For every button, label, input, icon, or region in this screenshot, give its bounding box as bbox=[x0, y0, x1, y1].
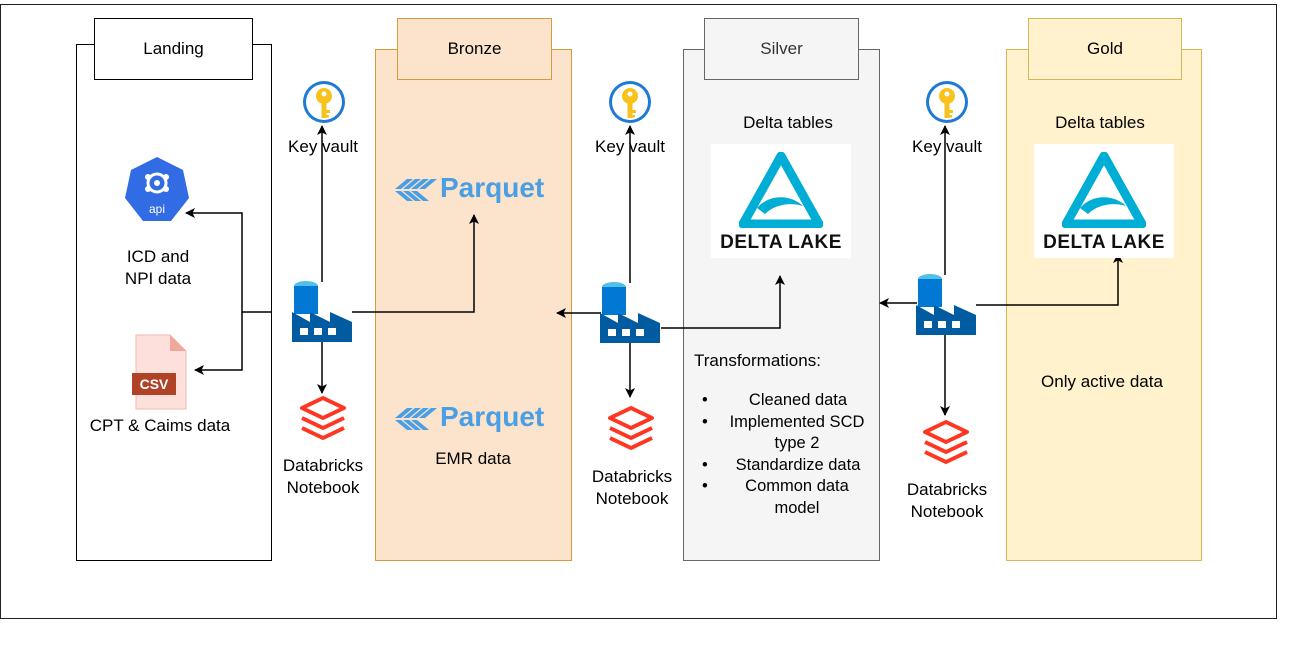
databricks-icon bbox=[608, 406, 654, 450]
parquet-icon bbox=[395, 179, 437, 201]
notebook-label-1-line1: Databricks bbox=[282, 456, 364, 475]
parquet-icon bbox=[395, 408, 437, 430]
landing-lane bbox=[76, 44, 272, 561]
cpt-claims-label: CPT & Caims data bbox=[89, 416, 231, 435]
key-vault-label-2: Key vault bbox=[595, 137, 665, 156]
arrow-to-bronze-parquet bbox=[352, 214, 479, 313]
svg-text:CSV: CSV bbox=[140, 376, 169, 392]
notebook-label-2-line1: Databricks bbox=[591, 467, 673, 486]
only-active-data-label: Only active data bbox=[1041, 372, 1163, 391]
gold-lane-title: Gold bbox=[1028, 18, 1182, 80]
notebook-label-3-line2: Notebook bbox=[910, 502, 984, 521]
svg-text:api: api bbox=[149, 202, 165, 216]
notebook-label-3-line1: Databricks bbox=[906, 480, 988, 499]
delta-lake-text: DELTA LAKE bbox=[1043, 232, 1165, 253]
data-factory-icon bbox=[600, 282, 660, 343]
arrow-to-silver-delta bbox=[661, 275, 785, 329]
bronze-lane-title: Bronze bbox=[397, 18, 552, 80]
transformations-title: Transformations: bbox=[694, 351, 821, 370]
list-item: Standardize data bbox=[698, 455, 876, 477]
list-item: Implemented SCD type 2 bbox=[698, 412, 876, 455]
notebook-label-1-line2: Notebook bbox=[286, 478, 360, 497]
arrow-to-csv bbox=[194, 312, 243, 375]
api-icon: api bbox=[125, 157, 189, 221]
list-item: Common data model bbox=[698, 476, 876, 519]
silver-lane-title: Silver bbox=[704, 18, 859, 80]
delta-lake-icon bbox=[1062, 152, 1146, 228]
key-vault-icon bbox=[609, 81, 651, 123]
delta-lake-icon bbox=[739, 152, 823, 228]
databricks-icon bbox=[300, 396, 346, 440]
silver-delta-tables-label: Delta tables bbox=[743, 113, 833, 132]
icd-label-line2: NPI data bbox=[124, 269, 192, 288]
key-vault-label-1: Key vault bbox=[288, 137, 358, 156]
landing-lane-title: Landing bbox=[94, 18, 253, 80]
gold-delta-tables-label: Delta tables bbox=[1055, 113, 1145, 132]
transformations-list: Cleaned data Implemented SCD type 2 Stan… bbox=[698, 390, 876, 519]
notebook-label-2-line2: Notebook bbox=[595, 489, 669, 508]
emr-data-label: EMR data bbox=[435, 449, 511, 468]
arrow-to-gold-delta bbox=[976, 253, 1123, 306]
parquet-text: Parquet bbox=[440, 172, 545, 203]
key-vault-label-3: Key vault bbox=[912, 137, 982, 156]
arrow-to-api bbox=[185, 208, 272, 313]
list-item: Cleaned data bbox=[698, 390, 876, 412]
data-factory-icon bbox=[292, 281, 352, 342]
csv-file-icon: CSV bbox=[132, 334, 187, 410]
gold-delta-lake-logo: DELTA LAKE bbox=[1034, 144, 1174, 258]
silver-delta-lake-logo: DELTA LAKE bbox=[711, 144, 851, 258]
delta-lake-text: DELTA LAKE bbox=[720, 232, 842, 253]
parquet-logo-1: Parquet bbox=[393, 170, 558, 210]
parquet-logo-2: Parquet bbox=[393, 399, 558, 439]
data-factory-icon bbox=[916, 274, 976, 335]
key-vault-icon bbox=[303, 81, 345, 123]
parquet-text: Parquet bbox=[440, 401, 545, 432]
key-vault-icon bbox=[926, 81, 968, 123]
icd-label-line1: ICD and bbox=[126, 247, 190, 266]
databricks-icon bbox=[923, 420, 969, 464]
